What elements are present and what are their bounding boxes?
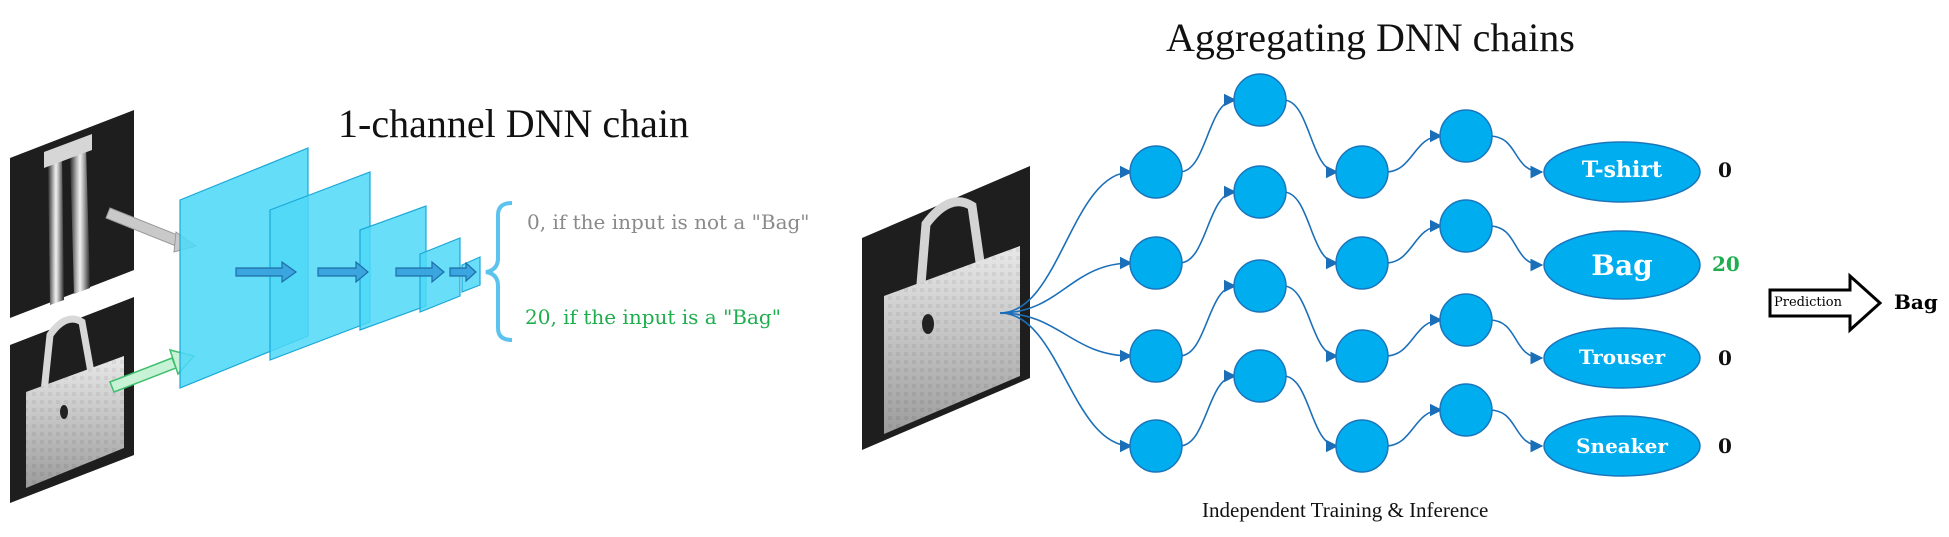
score-trouser: 0 (1718, 346, 1732, 370)
class-node-2 (1543, 230, 1701, 300)
chain-4-node-4 (1439, 383, 1493, 437)
edge-chain-2-3 (1385, 219, 1443, 264)
edge-chain-1-3 (1385, 129, 1443, 173)
network-nodes (1129, 73, 1701, 477)
left-panel-title: 1-channel DNN chain (338, 101, 689, 146)
input-edge-chain-2 (999, 256, 1133, 314)
chain-3-node-1 (1129, 329, 1183, 383)
output-edge-chain-4 (1489, 409, 1544, 453)
class-node-4 (1543, 415, 1701, 477)
edge-chain-3-2 (1283, 285, 1339, 363)
class-node-1 (1543, 141, 1701, 203)
output-edge-chain-3 (1489, 319, 1544, 365)
class-node-3 (1543, 327, 1701, 389)
output-positive-label: 20, if the input is a "Bag" (525, 305, 781, 329)
edge-chain-1-2 (1283, 99, 1339, 179)
input-edge-chain-1 (999, 165, 1133, 314)
chain-2-node-2 (1233, 165, 1287, 219)
output-brace (485, 201, 513, 342)
diagram-caption: Independent Training & Inference (1202, 498, 1489, 522)
class-label-bag: Bag (1591, 249, 1653, 282)
prediction-label: Prediction (1774, 295, 1842, 310)
chain-2-node-3 (1335, 236, 1389, 290)
chain-2-node-1 (1129, 236, 1183, 290)
right-panel-title: Aggregating DNN chains (1166, 15, 1575, 60)
chain-4-node-3 (1335, 419, 1389, 473)
chain-2-node-4 (1439, 199, 1493, 253)
class-label-trouser: Trouser (1578, 345, 1666, 369)
chain-3-node-2 (1233, 259, 1287, 313)
chain-4-node-1 (1129, 419, 1183, 473)
score-sneaker: 0 (1718, 434, 1732, 458)
input-edge-chain-3 (999, 312, 1133, 363)
chain-1-node-1 (1129, 145, 1183, 199)
chain-1-node-2 (1233, 73, 1287, 127)
chain-3-node-4 (1439, 293, 1493, 347)
edge-chain-3-3 (1385, 313, 1443, 357)
edge-chain-4-2 (1283, 375, 1339, 453)
bag-input-image-large (862, 166, 1030, 450)
score-bag: 20 (1712, 252, 1740, 276)
prediction-arrow (1768, 272, 1883, 334)
edge-chain-3-1 (1179, 279, 1237, 357)
output-edge-chain-2 (1489, 225, 1544, 272)
edge-chain-4-1 (1179, 369, 1237, 447)
output-edge-chain-1 (1489, 135, 1544, 179)
edge-chain-1-1 (1179, 93, 1237, 173)
class-label-tshirt: T-shirt (1581, 157, 1663, 183)
edge-chain-2-2 (1283, 191, 1339, 270)
chain-3-node-3 (1335, 329, 1389, 383)
chain-4-node-2 (1233, 349, 1287, 403)
class-label-sneaker: Sneaker (1576, 434, 1668, 458)
trouser-input-image (10, 110, 134, 318)
chain-1-node-3 (1335, 145, 1389, 199)
edge-chain-4-3 (1385, 403, 1443, 447)
score-tshirt: 0 (1718, 158, 1732, 182)
network-edges (999, 93, 1544, 453)
output-negative-label: 0, if the input is not a "Bag" (527, 210, 810, 234)
chain-1-node-4 (1439, 109, 1493, 163)
prediction-result: Bag (1894, 290, 1938, 314)
input-edge-chain-4 (999, 312, 1133, 453)
layer-arrows (235, 260, 477, 284)
edge-chain-2-1 (1179, 185, 1237, 264)
bag-input-image-small (10, 297, 134, 503)
